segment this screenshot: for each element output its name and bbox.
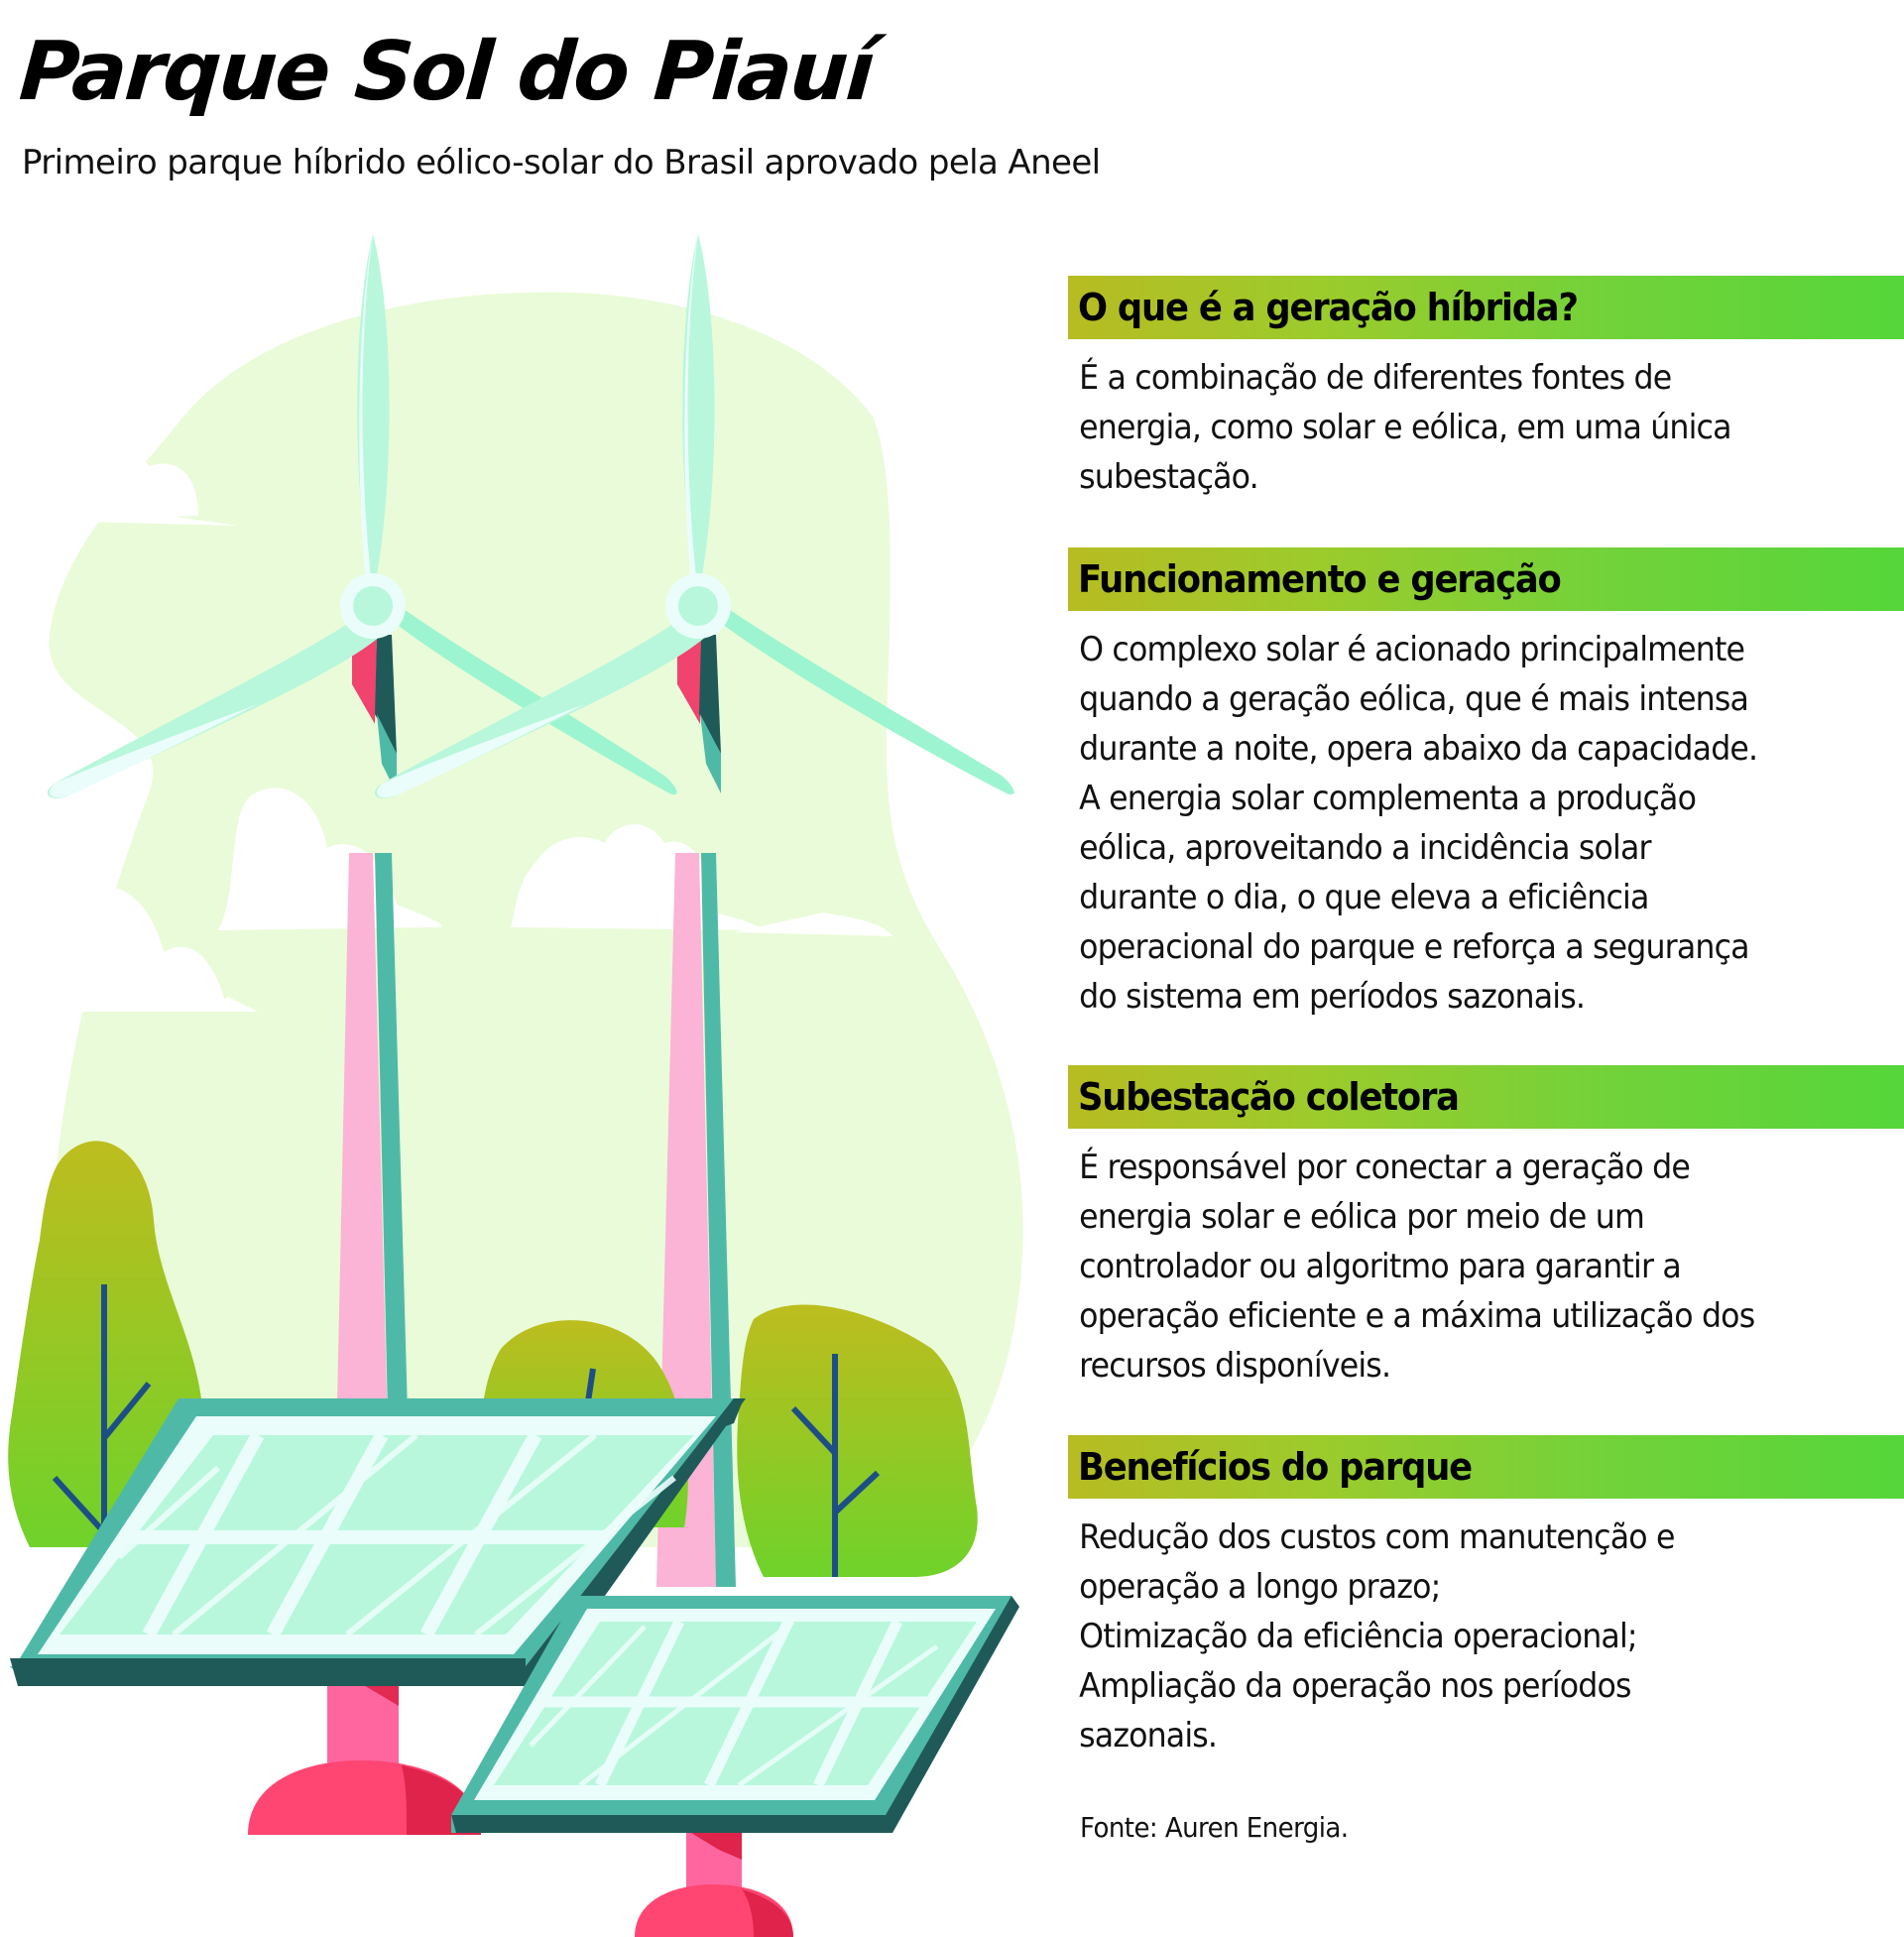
section-header-bar: O que é a geração híbrida? [1068, 276, 1904, 339]
section-heading: Subestação coletora [1078, 1075, 1460, 1119]
body-line: Redução dos custos com manutenção e [1079, 1517, 1675, 1557]
section-operation-generation: Funcionamento e geração O complexo solar… [1068, 547, 1904, 1022]
body-line: durante a noite, opera abaixo da capacid… [1079, 729, 1758, 769]
panel-left-stand [248, 1666, 481, 1835]
body-line: operacional do parque e reforça a segura… [1079, 927, 1749, 967]
body-line: É a combinação de diferentes fontes de [1079, 358, 1672, 398]
section-hybrid-generation: O que é a geração híbrida? É a combinaçã… [1068, 276, 1904, 502]
source-credit: Fonte: Auren Energia. [1080, 1811, 1349, 1844]
body-line: controlador ou algoritmo para garantir a [1079, 1247, 1682, 1286]
body-line: energia solar e eólica por meio de um [1079, 1197, 1645, 1237]
section-body: O complexo solar é acionado principalmen… [1068, 625, 1879, 1022]
body-line: energia, como solar e eólica, em uma úni… [1079, 408, 1731, 447]
body-line: subestação. [1079, 457, 1259, 497]
wind-solar-illustration-svg [0, 234, 1023, 1937]
body-line: do sistema em períodos sazonais. [1079, 977, 1586, 1017]
body-line: sazonais. [1079, 1716, 1218, 1755]
section-park-benefits: Benefícios do parque Redução dos custos … [1068, 1435, 1904, 1760]
body-line: É responsável por conectar a geração de [1079, 1148, 1691, 1187]
section-heading: Funcionamento e geração [1078, 557, 1562, 601]
section-header-bar: Benefícios do parque [1068, 1435, 1904, 1499]
wind-solar-illustration [0, 218, 1051, 1937]
section-heading: Benefícios do parque [1078, 1445, 1473, 1489]
tree-right [737, 1304, 978, 1577]
body-line: Otimização da eficiência operacional; [1079, 1617, 1637, 1656]
section-body: Redução dos custos com manutenção e oper… [1068, 1513, 1879, 1760]
section-heading: O que é a geração híbrida? [1078, 286, 1579, 329]
body-line: eólica, aproveitando a incidência solar [1079, 828, 1651, 868]
section-header-bar: Subestação coletora [1068, 1065, 1904, 1129]
page-subtitle: Primeiro parque híbrido eólico-solar do … [22, 143, 1101, 182]
solar-panel-right [451, 1596, 1019, 1833]
body-line: recursos disponíveis. [1079, 1346, 1391, 1386]
body-line: O complexo solar é acionado principalmen… [1079, 630, 1745, 669]
body-line: durante o dia, o que eleva a eficiência [1079, 878, 1649, 917]
body-line: operação eficiente e a máxima utilização… [1079, 1296, 1755, 1336]
section-body: É responsável por conectar a geração de … [1068, 1143, 1879, 1391]
body-line: quando a geração eólica, que é mais inte… [1079, 679, 1749, 719]
solar-panel-left [10, 1398, 746, 1686]
page-title: Parque Sol do Piauí [16, 25, 876, 119]
body-line: A energia solar complementa a produção [1079, 779, 1697, 818]
section-body: É a combinação de diferentes fontes de e… [1068, 353, 1879, 502]
section-collector-substation: Subestação coletora É responsável por co… [1068, 1065, 1904, 1391]
panel-right-stand [635, 1830, 793, 1937]
body-line: Ampliação da operação nos períodos [1079, 1666, 1631, 1706]
body-line: operação a longo prazo; [1079, 1567, 1441, 1607]
section-header-bar: Funcionamento e geração [1068, 547, 1904, 611]
